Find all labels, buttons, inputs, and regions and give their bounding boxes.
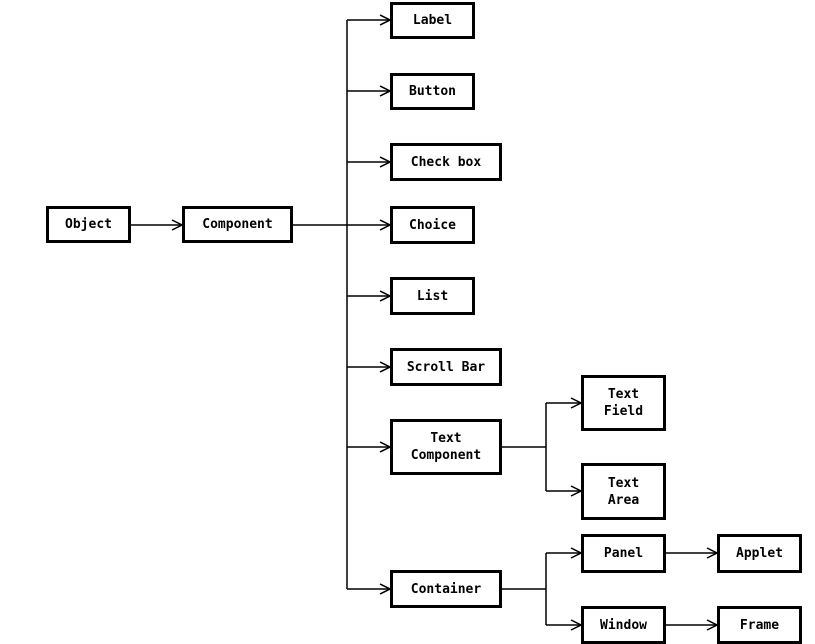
node-list: List <box>390 277 475 315</box>
node-choice: Choice <box>390 206 475 244</box>
node-component: Component <box>182 206 293 243</box>
node-scroll-bar: Scroll Bar <box>390 348 502 386</box>
node-applet: Applet <box>717 534 802 573</box>
node-button: Button <box>390 73 475 110</box>
node-window: Window <box>581 606 666 644</box>
node-frame: Frame <box>717 606 802 644</box>
node-check-box: Check box <box>390 143 502 181</box>
node-text-area: Text Area <box>581 463 666 520</box>
node-container: Container <box>390 570 502 608</box>
node-panel: Panel <box>581 534 666 573</box>
node-object: Object <box>46 206 131 243</box>
node-text-component: Text Component <box>390 419 502 475</box>
node-text-field: Text Field <box>581 375 666 431</box>
node-label: Label <box>390 2 475 39</box>
